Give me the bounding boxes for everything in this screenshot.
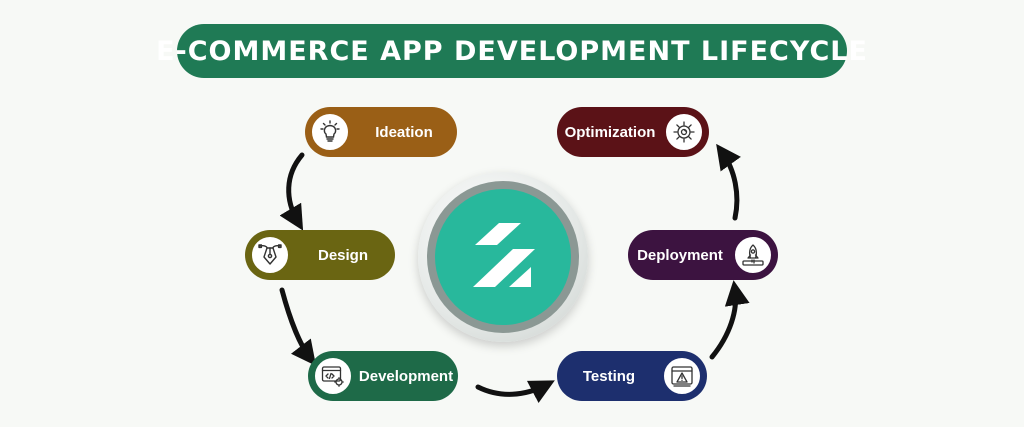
stage-development: Development xyxy=(308,351,458,401)
arrow-ideation-to-design xyxy=(279,152,305,231)
arrow-deployment-to-optimization xyxy=(716,143,741,221)
page-title: E-COMMERCE APP DEVELOPMENT LIFECYCLE xyxy=(156,35,868,67)
lightbulb-icon xyxy=(309,111,351,153)
stage-label-deployment: Deployment xyxy=(637,246,723,264)
stage-label-design: Design xyxy=(317,246,368,264)
stage-label-testing: Testing xyxy=(582,367,636,385)
arrow-development-to-testing xyxy=(475,380,555,404)
stage-design: Design xyxy=(245,230,395,280)
arrow-testing-to-deployment xyxy=(709,280,750,360)
code-window-gear-icon xyxy=(312,355,354,397)
title-banner: E-COMMERCE APP DEVELOPMENT LIFECYCLE xyxy=(156,24,867,78)
stage-label-ideation: Ideation xyxy=(375,123,433,141)
stage-deployment: Deployment xyxy=(628,230,778,280)
gear-icon xyxy=(663,111,705,153)
brand-logo-icon xyxy=(418,172,588,342)
arrow-design-to-development xyxy=(279,287,317,366)
pen-tool-icon xyxy=(249,234,291,276)
stage-optimization: Optimization xyxy=(557,107,709,157)
warning-window-icon xyxy=(661,355,703,397)
stage-ideation: Ideation xyxy=(305,107,457,157)
stage-testing: Testing xyxy=(557,351,707,401)
stage-label-development: Development xyxy=(358,367,454,385)
rocket-icon xyxy=(732,234,774,276)
stage-label-optimization: Optimization xyxy=(564,123,656,141)
